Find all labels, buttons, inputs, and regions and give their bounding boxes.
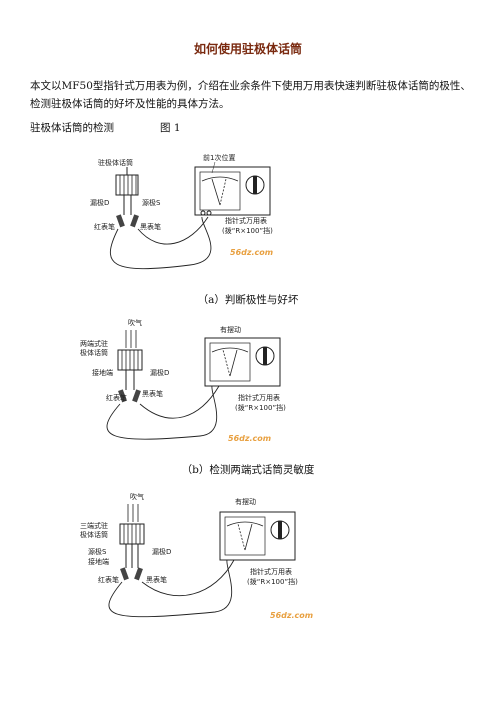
ground-label: 接地端: [92, 368, 113, 377]
drain-label: 漏极D: [152, 547, 171, 556]
figure-c-diagram: 吹气 三端式驻 极体话筒 源极S 接地端 漏极D 红表笔 黑表笔 有摆动 指针式…: [80, 492, 313, 620]
mic-type-label-1: 两端式驻: [80, 339, 108, 348]
meter-range-label: (拨“R×100”挡): [222, 226, 273, 235]
intro-paragraph: 本文以MF50型指针式万用表为例，介绍在业余条件下使用万用表快速判断驻极体话筒的…: [30, 80, 471, 110]
blow-label: 吹气: [128, 318, 142, 327]
swing-label: 有摆动: [220, 325, 241, 334]
drain-label: 漏极D: [150, 368, 169, 377]
mic-type-label-2: 极体话筒: [80, 348, 108, 357]
red-probe-label: 红表笔: [98, 575, 119, 584]
blow-label: 吹气: [130, 492, 144, 501]
red-probe-label: 红表笔: [106, 393, 127, 402]
section-heading: 驻极体话筒的检测: [30, 122, 114, 134]
needle-position-label: 前1次位置: [203, 153, 235, 162]
black-probe: [130, 214, 139, 228]
meter-label: 指针式万用表: [225, 216, 267, 225]
meter-label: 指针式万用表: [250, 567, 292, 576]
red-probe: [116, 214, 125, 228]
figure-b-diagram: 吹气 两端式驻 极体话筒 接地端 漏极D 红表笔 黑表笔 有摆动 指针式万用表 …: [80, 318, 286, 443]
caption-b: （b）检测两端式话筒灵敏度: [181, 464, 315, 476]
watermark: 56dz.com: [228, 434, 271, 443]
source-label: 源极S: [88, 547, 107, 556]
black-probe-label: 黑表笔: [146, 575, 167, 584]
meter-label: 指针式万用表: [238, 393, 280, 402]
source-label: 源极S: [142, 198, 161, 207]
black-probe-label: 黑表笔: [142, 389, 163, 398]
meter-range-label: (拨“R×100”挡): [235, 403, 286, 412]
drain-label: 漏极D: [90, 198, 109, 207]
mic-type-label-2: 极体话筒: [80, 530, 108, 539]
figure-a-diagram: 驻极体话筒 漏极D 源极S 红表笔 黑表笔 前1次位置 指针式万用表 (拨“R×…: [90, 153, 273, 270]
swing-label: 有摆动: [235, 497, 256, 506]
caption-a: （a）判断极性与好坏: [197, 294, 299, 306]
black-probe-label: 黑表笔: [140, 222, 161, 231]
page-title: 如何使用驻极体话筒: [193, 42, 302, 56]
meter-range-label: (拨“R×100”挡): [247, 577, 298, 586]
watermark: 56dz.com: [230, 248, 273, 257]
mic-label: 驻极体话筒: [98, 158, 133, 167]
mic-body: [115, 174, 139, 196]
mic-type-label-1: 三端式驻: [80, 521, 108, 530]
red-probe-label: 红表笔: [94, 222, 115, 231]
watermark: 56dz.com: [270, 611, 313, 620]
ground-label: 接地端: [88, 557, 109, 566]
figure-number: 图 1: [160, 122, 181, 134]
